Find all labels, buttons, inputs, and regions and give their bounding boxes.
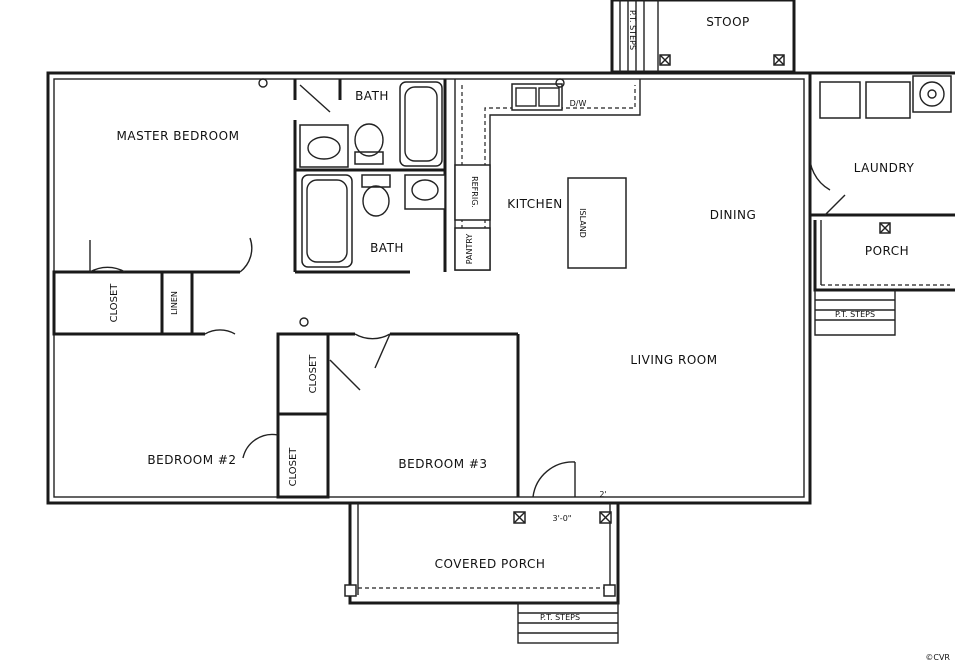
label-laundry: LAUNDRY xyxy=(854,161,915,175)
label-porch: PORCH xyxy=(865,244,909,258)
label-pt-steps-covered: P.T. STEPS xyxy=(540,613,580,622)
label-kitchen: KITCHEN xyxy=(507,197,563,211)
label-bath-bottom: BATH xyxy=(370,241,404,255)
stoop-area xyxy=(610,0,796,74)
label-dw: D/W xyxy=(570,99,587,108)
label-closet-bed2: CLOSET xyxy=(288,447,299,487)
label-closet-master: CLOSET xyxy=(109,283,120,323)
watermark: ©CVR xyxy=(925,653,950,662)
label-dim-2: 2' xyxy=(599,490,606,499)
master-closet xyxy=(52,270,164,336)
label-dining: DINING xyxy=(710,208,757,222)
label-linen: LINEN xyxy=(170,291,179,315)
label-master-bedroom: MASTER BEDROOM xyxy=(117,129,240,143)
laundry-porch-structure xyxy=(810,71,955,336)
door-swings xyxy=(89,84,846,498)
outlets xyxy=(258,78,565,327)
label-pt-steps-stoop: P.T. STEPS xyxy=(628,10,637,50)
label-pt-steps-porch: P.T. STEPS xyxy=(835,310,875,319)
middle-closet xyxy=(276,332,330,416)
label-door-width: 3'-0" xyxy=(553,514,572,523)
kitchen-island xyxy=(567,177,627,269)
kitchen-fixtures xyxy=(454,79,641,271)
label-island: ISLAND xyxy=(578,208,587,238)
label-living-room: LIVING ROOM xyxy=(630,353,717,367)
label-pantry: PANTRY xyxy=(465,234,474,265)
label-bath-top: BATH xyxy=(355,89,389,103)
bedroom2-closet xyxy=(276,412,330,499)
label-stoop: STOOP xyxy=(706,15,750,29)
label-covered-porch: COVERED PORCH xyxy=(435,557,546,571)
covered-porch-structure xyxy=(344,501,620,644)
bath-fixtures xyxy=(299,81,446,268)
label-bedroom3: BEDROOM #3 xyxy=(398,457,487,471)
label-refrig: REFRIG. xyxy=(470,176,479,208)
label-closet-mid: CLOSET xyxy=(308,354,319,394)
label-bedroom2: BEDROOM #2 xyxy=(147,453,236,467)
